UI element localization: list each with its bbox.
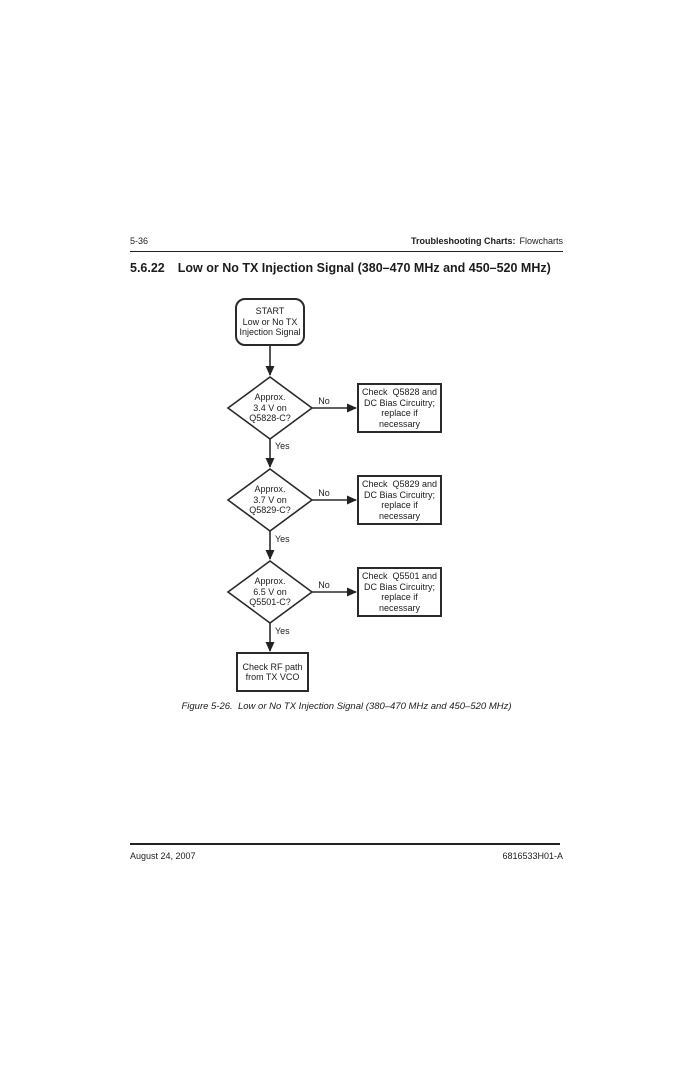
end-node-label: Check RF path from TX VCO	[242, 661, 303, 683]
decision2-no-label: No	[318, 488, 330, 498]
header-page-number: 5-36	[130, 236, 149, 246]
end-node-shape	[236, 652, 309, 692]
section-number: 5.6.22	[130, 261, 165, 275]
start-node-label: START Low or No TX Injection Signal	[239, 306, 301, 338]
page-header: 5-36 Troubleshooting Charts:Flowcharts	[130, 236, 563, 246]
decision1-no-label: No	[318, 396, 330, 406]
footer-date: August 24, 2007	[130, 851, 196, 861]
header-right: Troubleshooting Charts:Flowcharts	[411, 236, 563, 246]
decision3-label: Approx. 6.5 V on Q5501-C?	[249, 576, 291, 608]
action3-label: Check Q5501 and DC Bias Circuitry; repla…	[361, 571, 438, 613]
figure-caption: Figure 5-26. Low or No TX Injection Sign…	[181, 701, 512, 712]
start-node-shape	[235, 298, 305, 346]
action1-shape	[357, 383, 442, 433]
header-section-title: Flowcharts	[519, 236, 563, 246]
action3-shape	[357, 567, 442, 617]
action1-label: Check Q5828 and DC Bias Circuitry; repla…	[361, 387, 438, 429]
decision3-no-label: No	[318, 580, 330, 590]
footer-document-number: 6816533H01-A	[502, 851, 563, 861]
decision3-shape	[226, 560, 314, 624]
section-heading: 5.6.22 Low or No TX Injection Signal (380…	[130, 261, 551, 275]
page-footer: August 24, 2007 6816533H01-A	[130, 851, 563, 861]
decision2-label: Approx. 3.7 V on Q5829-C?	[249, 484, 291, 516]
decision1-label: Approx. 3.4 V on Q5828-C?	[249, 392, 291, 424]
decision1-yes-label: Yes	[275, 441, 290, 451]
action2-label: Check Q5829 and DC Bias Circuitry; repla…	[361, 479, 438, 521]
decision3-yes-label: Yes	[275, 626, 290, 636]
decision2-yes-label: Yes	[275, 534, 290, 544]
decision1-shape	[226, 376, 314, 440]
action2-shape	[357, 475, 442, 525]
section-title: Low or No TX Injection Signal (380–470 M…	[177, 261, 551, 275]
header-chapter-title: Troubleshooting Charts:	[410, 236, 516, 246]
decision2-shape	[226, 468, 314, 532]
footer-rule	[130, 843, 560, 845]
header-rule	[130, 251, 563, 252]
